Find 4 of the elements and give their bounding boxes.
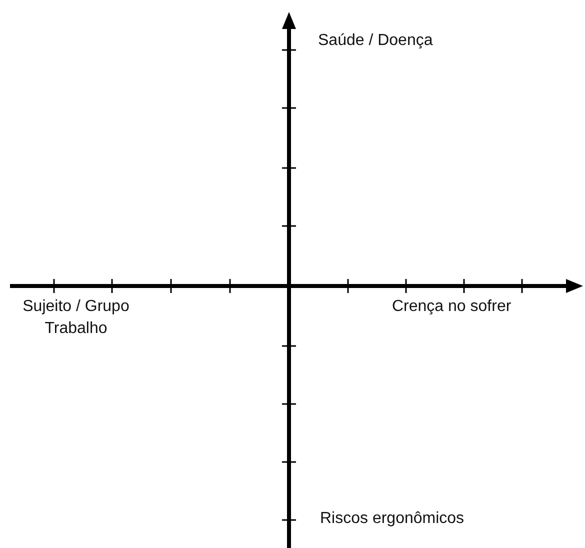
- axis-label: Riscos ergonômicos: [320, 509, 464, 529]
- axis-label: Saúde / Doença: [318, 31, 433, 51]
- axis-label: Crença no sofrer: [392, 297, 512, 317]
- axis-label: Sujeito / Grupo Trabalho: [22, 297, 130, 339]
